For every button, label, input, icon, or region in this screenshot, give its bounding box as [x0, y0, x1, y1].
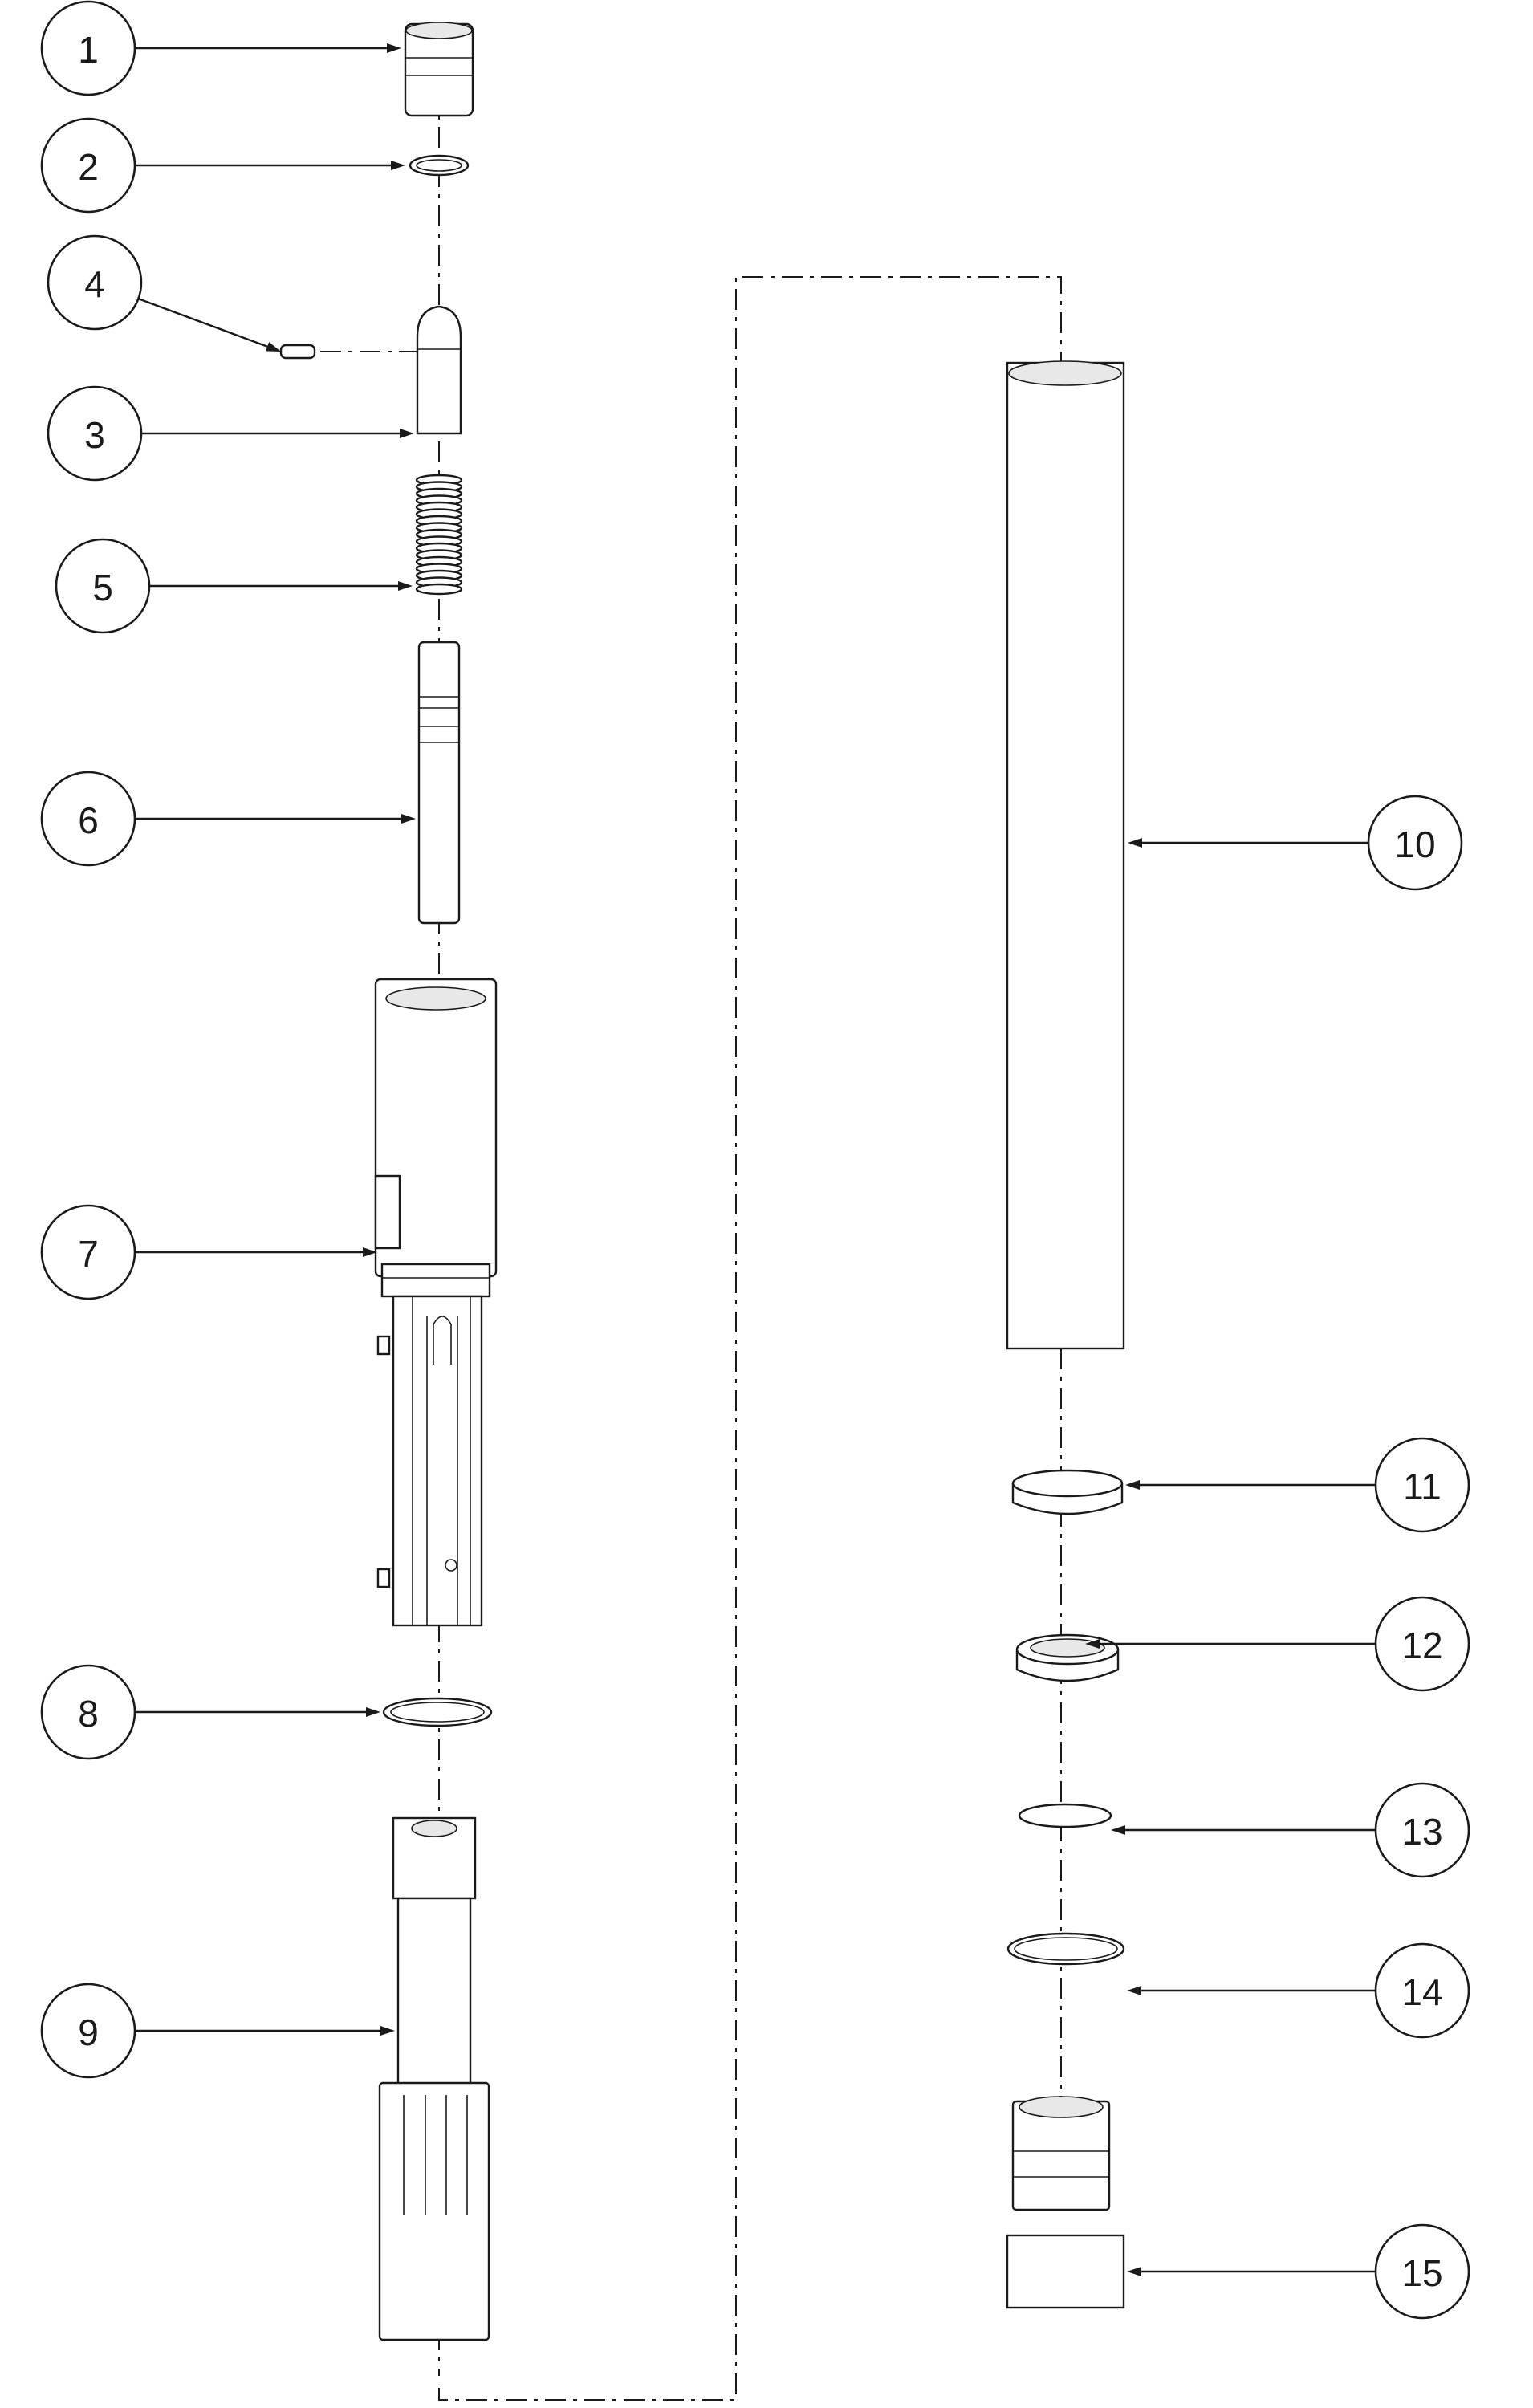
leader-arrowhead-11 [1125, 1480, 1140, 1490]
callout-number-8: 8 [78, 1693, 99, 1735]
part-1-cap [404, 22, 474, 117]
callout-number-3: 3 [84, 414, 105, 456]
leader-arrowhead-13 [1111, 1825, 1125, 1835]
leader-arrowhead-8 [366, 1707, 380, 1717]
leader-arrowhead-15 [1127, 2267, 1141, 2276]
part-6-rod [417, 641, 461, 925]
callout-circle [40, 117, 136, 214]
part-5-spring [415, 474, 463, 596]
callout-circle [40, 1664, 136, 1760]
callout-number-1: 1 [78, 29, 99, 71]
callout-number-5: 5 [92, 567, 113, 608]
callout-circle [40, 1983, 136, 2079]
callout-circle [1374, 1782, 1470, 1878]
part-8-o-ring [382, 1697, 493, 1727]
leader-arrowhead-10 [1128, 838, 1142, 848]
leader-arrowhead-12 [1085, 1639, 1100, 1649]
part-10-tube [1006, 360, 1125, 1350]
callout-circle [1374, 1437, 1470, 1533]
callout-number-11: 11 [1403, 1466, 1442, 1507]
callout-balloon-11: 11 [1374, 1437, 1470, 1533]
callout-leaders [135, 43, 1376, 2276]
leader-arrowhead-4 [266, 342, 281, 352]
callout-balloon-1: 1 [40, 0, 136, 96]
callout-balloon-6: 6 [40, 771, 136, 867]
leader-arrowhead-1 [387, 43, 401, 53]
callout-balloon-5: 5 [55, 538, 151, 634]
callout-balloon-7: 7 [40, 1204, 136, 1300]
callout-balloon-10: 10 [1367, 795, 1463, 891]
callout-circle [1374, 1942, 1470, 2039]
callout-circle [47, 234, 143, 331]
callout-balloon-8: 8 [40, 1664, 136, 1760]
callout-number-10: 10 [1394, 824, 1435, 865]
leader-arrowhead-14 [1127, 1986, 1141, 1995]
part-4-pin [279, 344, 316, 360]
callout-circle [40, 1204, 136, 1300]
part-14-o-ring [1006, 1932, 1125, 1966]
leader-arrowhead-5 [398, 581, 413, 591]
callout-balloon-9: 9 [40, 1983, 136, 2079]
callout-circle [40, 771, 136, 867]
callout-balloon-3: 3 [47, 385, 143, 482]
callout-circle [1367, 795, 1463, 891]
leader-line-4 [137, 298, 271, 349]
spring-coil [415, 583, 463, 596]
callout-circle [55, 538, 151, 634]
leader-arrowhead-7 [363, 1247, 377, 1257]
part-13-ring [1018, 1803, 1112, 1828]
callout-balloon-13: 13 [1374, 1782, 1470, 1878]
callout-number-4: 4 [84, 263, 105, 305]
leader-arrowhead-9 [380, 2026, 395, 2036]
leader-arrowhead-2 [391, 161, 405, 170]
callout-circle [47, 385, 143, 482]
callout-number-13: 13 [1401, 1811, 1442, 1853]
part-12-seal [1015, 1633, 1120, 1682]
callout-balloon-4: 4 [47, 234, 143, 331]
leader-arrowhead-3 [400, 429, 414, 438]
callout-balloon-14: 14 [1374, 1942, 1470, 2039]
callout-number-7: 7 [78, 1233, 99, 1275]
part-3-plunger [416, 305, 462, 435]
part-11-split-ring [1011, 1469, 1124, 1515]
callout-circle [40, 0, 136, 96]
callout-number-12: 12 [1401, 1625, 1442, 1666]
callout-balloon-15: 15 [1374, 2223, 1470, 2320]
callout-balloon-2: 2 [40, 117, 136, 214]
callout-number-2: 2 [78, 146, 99, 188]
callout-balloon-12: 12 [1374, 1596, 1470, 1692]
part-15-coupling [1006, 2096, 1125, 2309]
callout-circle [1374, 2223, 1470, 2320]
part-7-housing [374, 978, 498, 1627]
leader-arrowhead-6 [401, 814, 416, 824]
callout-number-9: 9 [78, 2011, 99, 2053]
callout-number-14: 14 [1401, 1971, 1442, 2013]
callout-circle [1374, 1596, 1470, 1692]
part-2-o-ring [409, 154, 470, 177]
callout-number-15: 15 [1401, 2252, 1442, 2294]
part-9-shaft [378, 1816, 490, 2341]
callout-number-6: 6 [78, 799, 99, 841]
